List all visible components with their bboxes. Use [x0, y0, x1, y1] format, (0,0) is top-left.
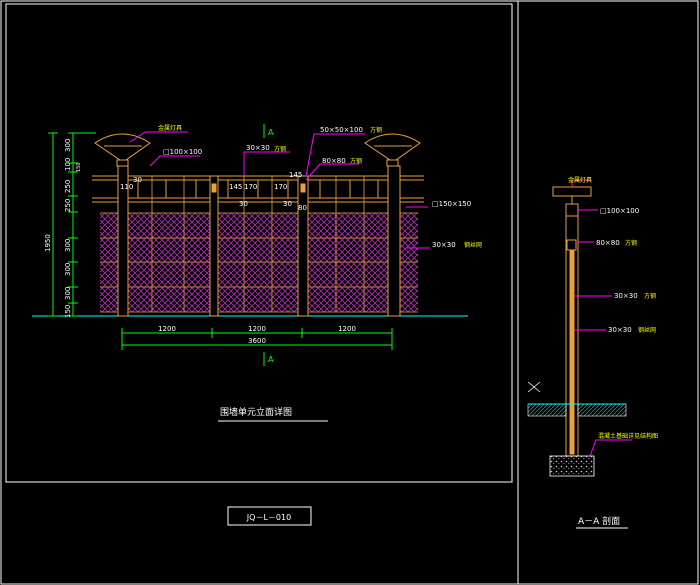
svg-text:170: 170 — [274, 183, 287, 191]
svg-text:金属灯具: 金属灯具 — [568, 176, 592, 184]
bottom-dimension-labels: 1200 1200 1200 3600 — [158, 325, 356, 345]
elevation-leaders — [129, 131, 430, 249]
svg-text:方钢: 方钢 — [370, 126, 382, 134]
svg-text:250: 250 — [64, 180, 72, 193]
mesh-panels — [100, 213, 418, 312]
lamp-post-left — [94, 133, 151, 317]
svg-text:250: 250 — [64, 199, 72, 212]
drawing-number: JQ－L－010 — [246, 513, 291, 522]
svg-text:110: 110 — [120, 183, 133, 191]
svg-text:30: 30 — [133, 176, 142, 184]
svg-text:3600: 3600 — [248, 337, 266, 345]
svg-text:300: 300 — [64, 287, 72, 300]
elevation-leader-labels: 金属灯具 □100×100 30×30 方钢 50×50×100 方钢 80×8… — [158, 124, 482, 249]
svg-text:50×50×100: 50×50×100 — [320, 126, 363, 134]
section-labels: 金属灯具 □100×100 80×80 方钢 30×30 方钢 30×30 钢丝… — [568, 176, 658, 440]
left-dimension-chain — [48, 132, 96, 317]
section-mark-top: A — [263, 124, 274, 138]
svg-text:1200: 1200 — [338, 325, 356, 333]
svg-text:80: 80 — [298, 204, 307, 212]
svg-text:145: 145 — [289, 171, 302, 179]
svg-text:金属灯具: 金属灯具 — [158, 124, 182, 132]
section-caption: A－A 剖面 — [578, 515, 620, 527]
svg-text:A: A — [268, 355, 274, 364]
inner-dimension-labels: 110 30 145 170 170 145 30 30 80 — [120, 171, 307, 212]
section-leaders — [571, 179, 632, 457]
svg-text:□100×100: □100×100 — [600, 207, 639, 215]
svg-text:方钢: 方钢 — [274, 145, 286, 153]
svg-text:混凝土基础详见结构图: 混凝土基础详见结构图 — [598, 432, 658, 440]
svg-text:150: 150 — [64, 305, 72, 318]
svg-text:方钢: 方钢 — [625, 239, 637, 247]
svg-text:1200: 1200 — [248, 325, 266, 333]
svg-text:A: A — [268, 128, 274, 137]
svg-text:30: 30 — [283, 200, 292, 208]
section-ground — [527, 381, 627, 477]
intermediate-posts — [209, 175, 309, 317]
svg-text:□150×150: □150×150 — [432, 200, 471, 208]
mesh-grid — [100, 176, 418, 313]
svg-text:80×80: 80×80 — [322, 157, 346, 165]
svg-text:80×80: 80×80 — [596, 239, 620, 247]
bottom-dimension-chain — [121, 328, 393, 350]
svg-text:方钢: 方钢 — [644, 292, 656, 300]
svg-text:300: 300 — [64, 139, 72, 152]
section-lamp — [552, 186, 592, 217]
svg-text:钢丝网: 钢丝网 — [464, 241, 482, 249]
svg-text:100: 100 — [64, 158, 72, 171]
svg-text:1950: 1950 — [44, 234, 52, 252]
left-dimension-labels: 300 100 250 150 250 300 300 300 150 1950 — [44, 139, 82, 318]
svg-text:□100×100: □100×100 — [163, 148, 202, 156]
elevation-caption: 围墙单元立面详图 — [220, 406, 292, 418]
svg-text:30: 30 — [239, 200, 248, 208]
svg-text:300: 300 — [64, 263, 72, 276]
svg-text:30×30: 30×30 — [432, 241, 456, 249]
section-mark-bottom: A — [263, 352, 274, 366]
svg-text:170: 170 — [244, 183, 257, 191]
svg-text:150: 150 — [76, 162, 82, 172]
svg-text:30×30: 30×30 — [246, 144, 270, 152]
svg-text:30×30: 30×30 — [614, 292, 638, 300]
svg-text:30×30: 30×30 — [608, 326, 632, 334]
svg-text:方钢: 方钢 — [350, 157, 362, 165]
drawing-number-box — [227, 506, 312, 526]
svg-text:1200: 1200 — [158, 325, 176, 333]
svg-text:300: 300 — [64, 239, 72, 252]
svg-text:钢丝网: 钢丝网 — [638, 326, 656, 334]
lamp-post-right — [364, 133, 421, 317]
section-post — [565, 215, 579, 457]
svg-text:145: 145 — [229, 183, 242, 191]
upper-rails — [92, 175, 424, 203]
